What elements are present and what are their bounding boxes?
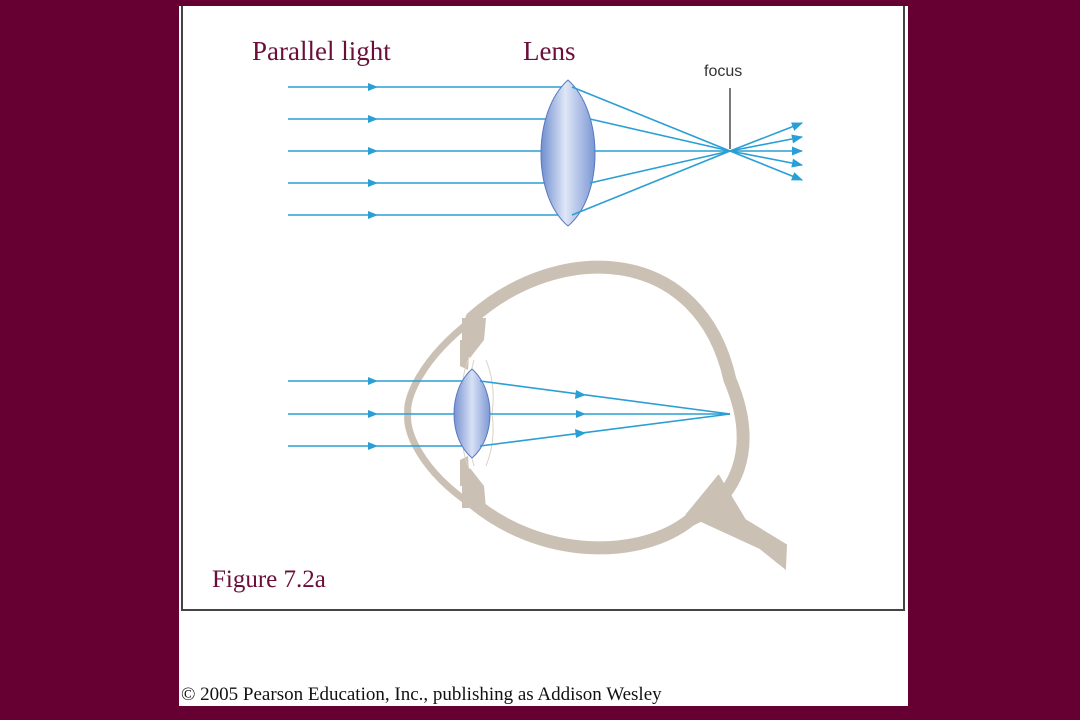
eye-incoming-arrows: [368, 377, 378, 450]
diverging-rays: [729, 122, 804, 181]
convex-lens-icon: [540, 79, 596, 227]
eye-inner-arrows: [575, 390, 586, 438]
figure-frame: [181, 6, 905, 611]
converging-rays: [571, 86, 731, 216]
incoming-ray-arrows: [368, 83, 378, 219]
eye-incoming-rays: [288, 380, 466, 447]
eye-converging-rays: [479, 380, 731, 447]
copyright-notice: © 2005 Pearson Education, Inc., publishi…: [181, 684, 662, 705]
focus-label: focus: [704, 63, 743, 80]
figure-caption: Figure 7.2a: [212, 566, 326, 593]
incoming-parallel-rays: [288, 86, 568, 216]
parallel-light-label: Parallel light: [252, 36, 391, 66]
figure-panel: [179, 6, 908, 706]
lens-label: Lens: [523, 36, 576, 66]
eye-lens-icon: [453, 368, 491, 459]
